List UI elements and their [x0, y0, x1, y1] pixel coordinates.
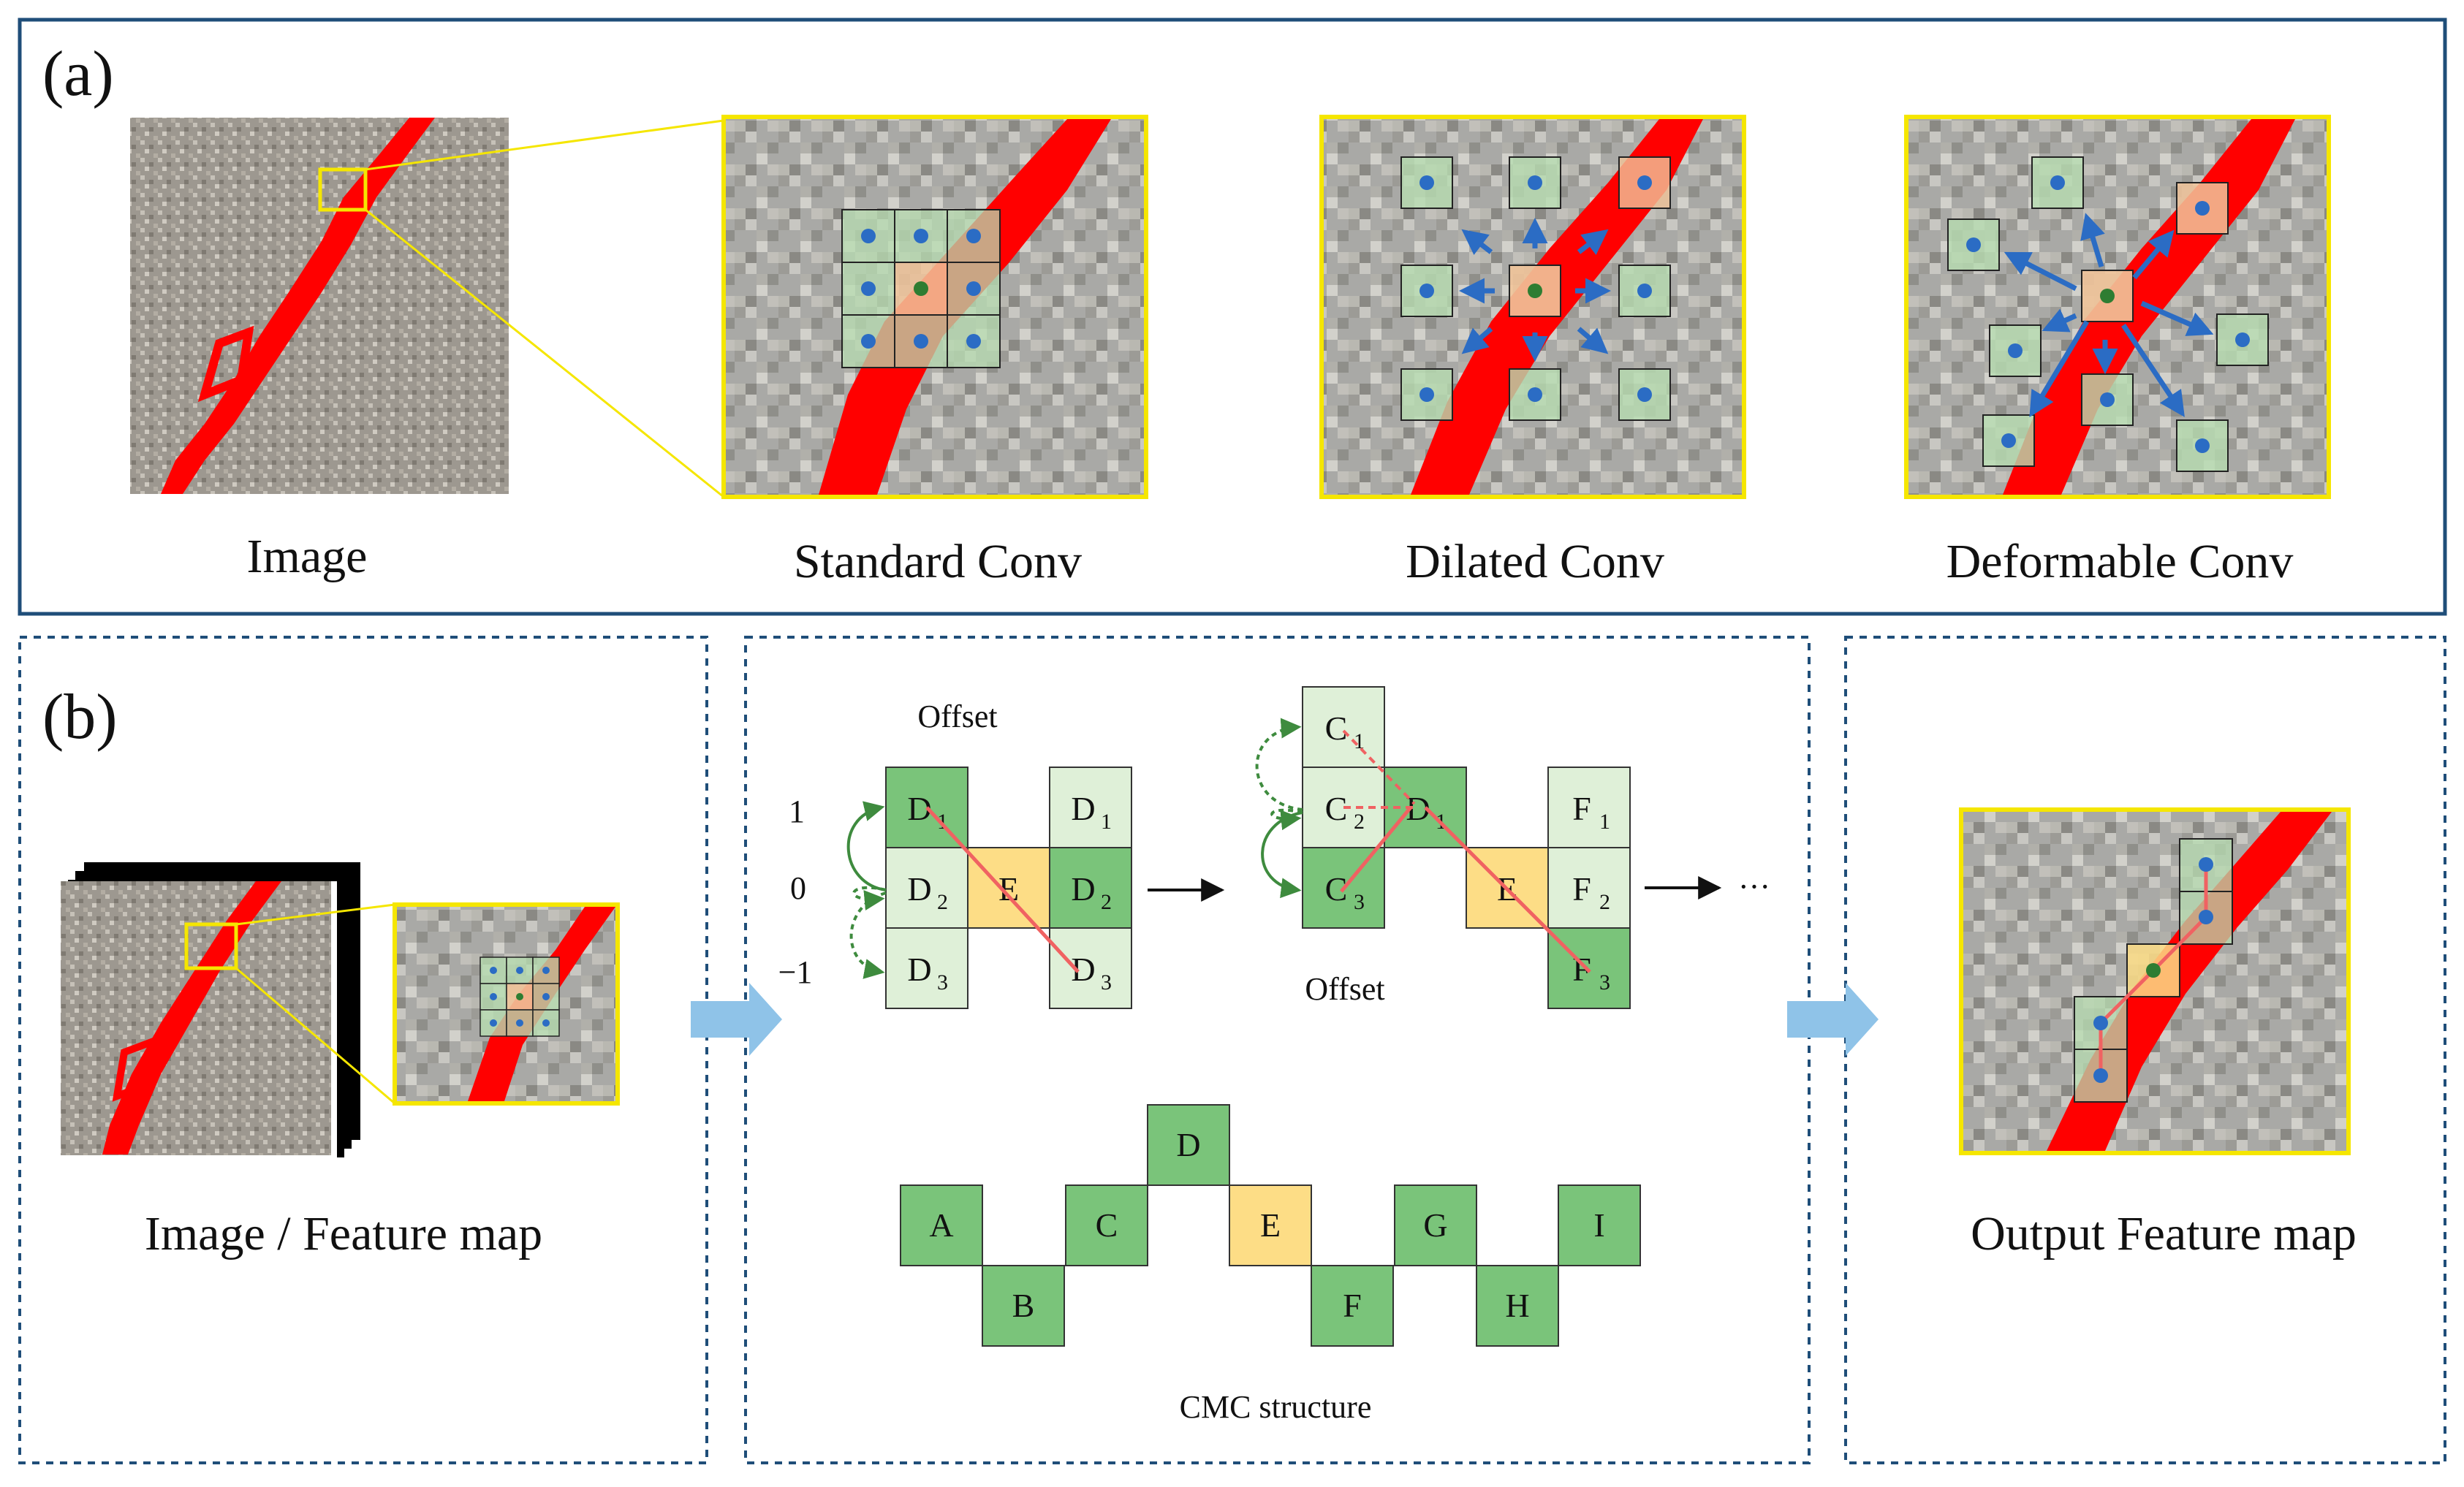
- axis-tick-minus-one: −1: [778, 954, 813, 990]
- flow-arrow-in: [691, 983, 782, 1056]
- svg-text:3: 3: [1101, 970, 1112, 994]
- deformable-conv-arrows: [2004, 213, 2214, 418]
- cmc-cell-i: I: [1593, 1206, 1604, 1244]
- input-zoom-view: [393, 902, 620, 1106]
- svg-text:F: F: [1572, 790, 1591, 827]
- cell-f2: [1547, 847, 1631, 929]
- svg-text:D: D: [1071, 790, 1095, 827]
- svg-text:D: D: [1071, 870, 1095, 908]
- dilated-conv-view: [1319, 115, 1746, 499]
- svg-text:D: D: [907, 951, 931, 988]
- input-zoom-box: [184, 922, 238, 970]
- cell-c1: [1302, 686, 1385, 768]
- connector-line-step-two-solid-b: [1424, 806, 1591, 973]
- input-feature-stack: [61, 862, 360, 1159]
- axis-tick-zero: 0: [790, 870, 806, 906]
- svg-text:2: 2: [937, 890, 948, 914]
- panel-a-border: [18, 18, 2447, 616]
- offset-arrow-c3: [1261, 811, 1303, 899]
- svg-text:2: 2: [1599, 890, 1610, 914]
- caption-output-feature-map: Output Feature map: [1971, 1207, 2357, 1260]
- cmc-cell-d: D: [1176, 1126, 1200, 1163]
- svg-text:F: F: [1572, 870, 1591, 908]
- cmc-cell-c: C: [1096, 1206, 1118, 1244]
- connector-line-step-two-dashed-a: [1342, 729, 1416, 805]
- offset-arrow-c1: [1255, 718, 1303, 811]
- offset-label-bottom: Offset: [1305, 971, 1384, 1007]
- caption-standard-conv: Standard Conv: [794, 535, 1082, 588]
- zoom-line-top: [365, 119, 724, 171]
- svg-text:3: 3: [1599, 970, 1610, 994]
- zoom-region-box: [318, 167, 368, 212]
- continuation-ellipsis: ···: [1738, 869, 1770, 905]
- zoom-line-bottom: [365, 208, 724, 498]
- dilated-conv-arrows: [1459, 218, 1611, 362]
- svg-text:1: 1: [1354, 729, 1365, 753]
- cell-d2-left: [885, 847, 968, 929]
- svg-text:3: 3: [1354, 890, 1365, 914]
- panel-a-label: (a): [42, 39, 114, 110]
- output-feature-map-view: [1959, 807, 2351, 1155]
- svg-text:2: 2: [1354, 810, 1365, 834]
- cmc-cell-f: F: [1343, 1287, 1362, 1324]
- cell-d2-right: [1049, 847, 1132, 929]
- source-image: [130, 118, 509, 494]
- offset-arrow-stay: [852, 886, 887, 910]
- deformable-conv-cells: [1947, 156, 2269, 472]
- flow-arrow-out: [1787, 983, 1879, 1056]
- offset-step-two: C 1 C 2 C 3 D 1 E F 1 F 2 F 3: [1255, 686, 1631, 1009]
- input-zoom-line-top: [235, 903, 395, 926]
- offset-step-one: D 1 D 2 D 3 E D 1 D 2 D 3: [846, 767, 1132, 1009]
- panel-b-middle-border: [744, 636, 1811, 1464]
- connector-line-step-one: [925, 806, 1080, 973]
- cmc-cell-e: E: [1260, 1206, 1281, 1244]
- svg-text:2: 2: [1101, 890, 1112, 914]
- caption-deformable-conv: Deformable Conv: [1946, 535, 2294, 588]
- deformable-conv-view: [1904, 115, 2331, 499]
- cell-d3-right: [1049, 927, 1132, 1009]
- caption-image: Image: [247, 530, 368, 583]
- cmc-cell-b: B: [1012, 1287, 1035, 1324]
- panel-b-left-border: [18, 636, 708, 1464]
- svg-text:1: 1: [1599, 810, 1610, 834]
- input-zoom-line-bottom: [235, 967, 395, 1105]
- connector-line-step-two-solid-a: [1340, 806, 1412, 893]
- cmc-caption: CMC structure: [1180, 1389, 1372, 1425]
- cmc-cell-a: A: [929, 1206, 953, 1244]
- cmc-structure: A B C D E F G H I: [900, 1104, 1641, 1347]
- offset-arrow-up: [846, 801, 887, 891]
- svg-text:3: 3: [937, 970, 948, 994]
- axis-tick-plus-one: 1: [789, 794, 805, 829]
- cell-e-step-one: [967, 847, 1050, 929]
- cmc-cell-g: G: [1423, 1206, 1447, 1244]
- dilated-conv-cells: [1400, 156, 1671, 421]
- svg-text:1: 1: [1101, 810, 1112, 834]
- cmc-cell-h: H: [1505, 1287, 1529, 1324]
- offset-label-top: Offset: [917, 699, 997, 734]
- offset-arrow-down: [849, 891, 887, 979]
- panel-b-label: (b): [42, 682, 118, 753]
- caption-input-feature-map: Image / Feature map: [145, 1207, 542, 1260]
- cell-d3-left: [885, 927, 968, 1009]
- input-zoom-grid: [479, 957, 560, 1037]
- standard-conv-view: [721, 115, 1148, 499]
- svg-text:C: C: [1325, 710, 1348, 747]
- svg-text:D: D: [907, 870, 931, 908]
- caption-dilated-conv: Dilated Conv: [1406, 535, 1664, 588]
- standard-conv-grid: [841, 209, 1001, 368]
